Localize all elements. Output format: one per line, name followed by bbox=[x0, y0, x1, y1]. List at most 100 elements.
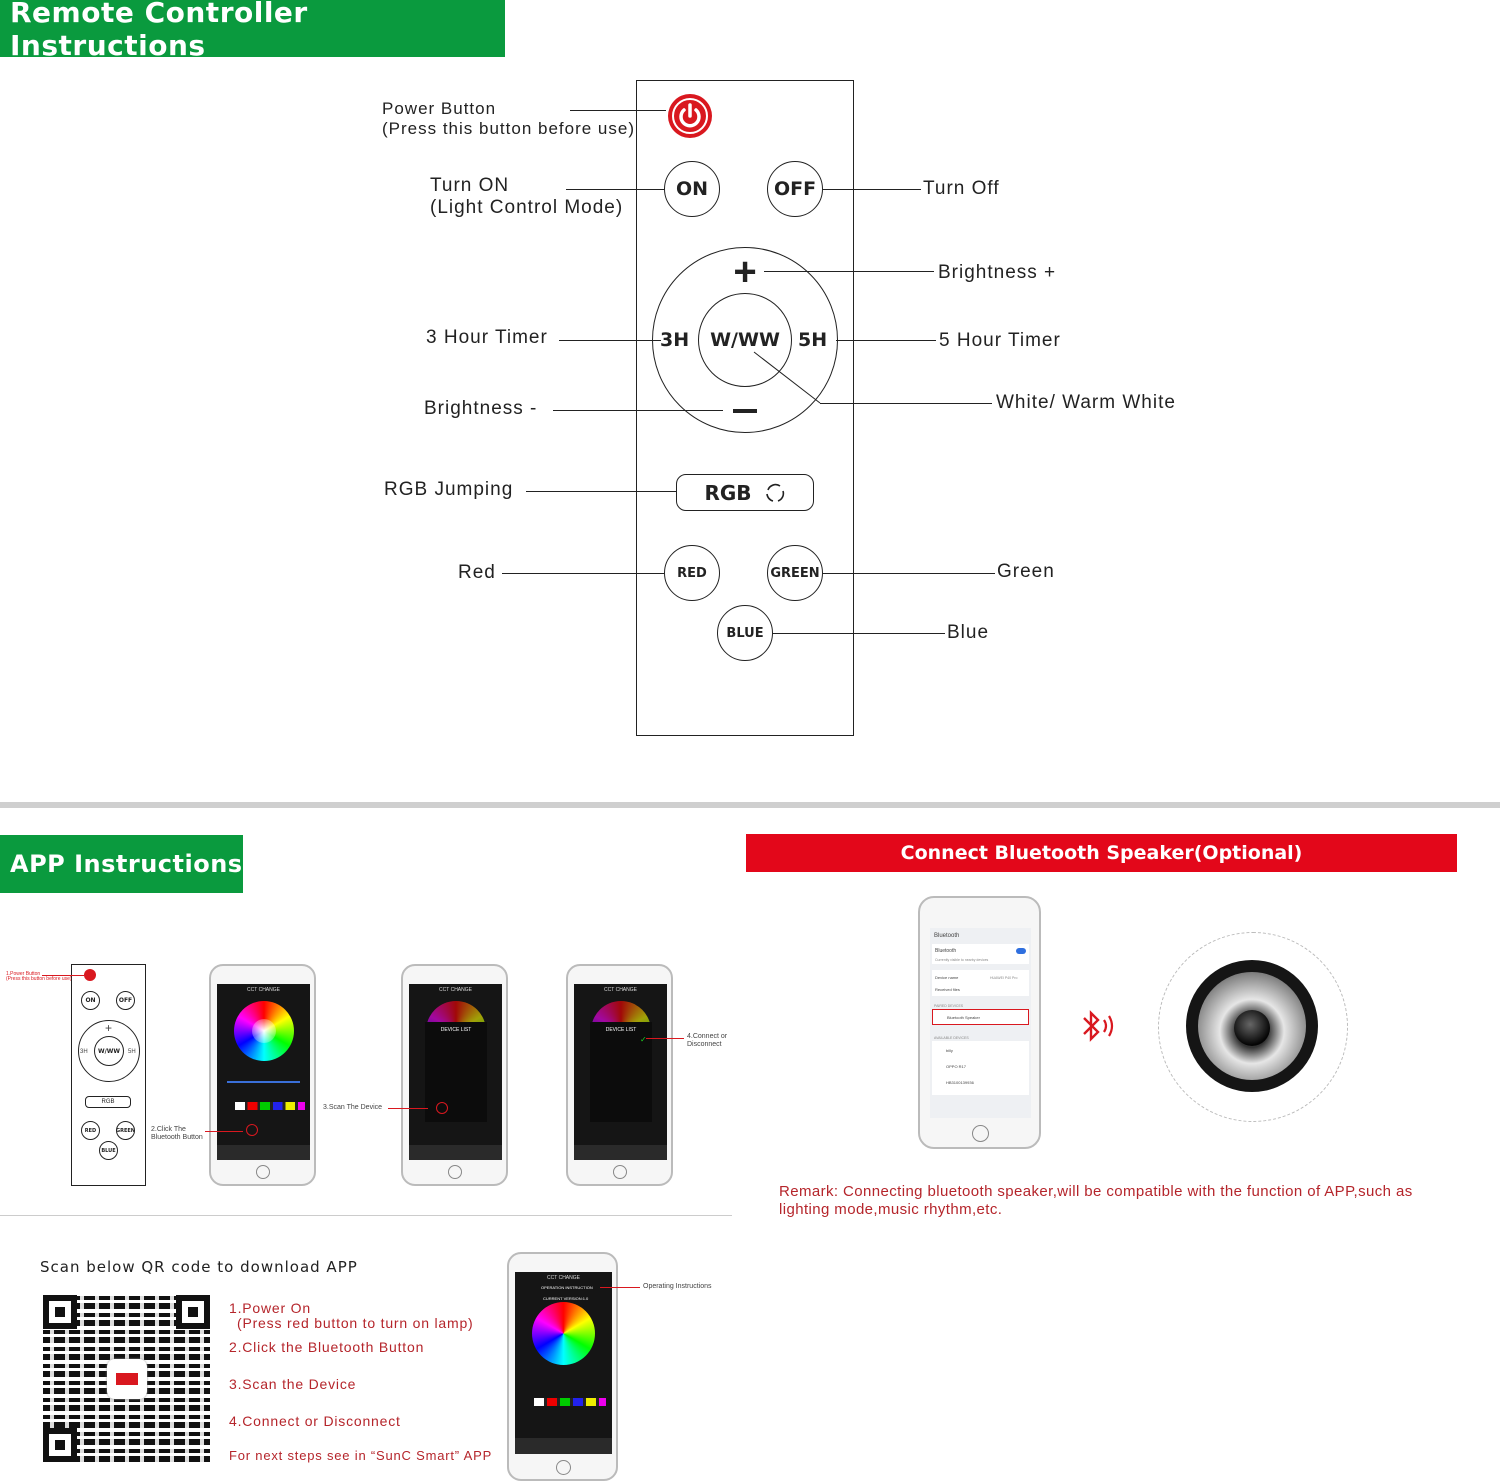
current-version: CURRENT VERSION:1.0 bbox=[543, 1296, 589, 1301]
phone-tabbar bbox=[217, 1145, 310, 1160]
callout-line bbox=[764, 271, 934, 272]
device-list-title: DEVICE LIST bbox=[605, 1027, 637, 1033]
mini-on-button: ON bbox=[81, 991, 100, 1010]
bt-row-label: Bluetooth bbox=[935, 948, 957, 954]
mini-off-button: OFF bbox=[116, 991, 135, 1010]
step-2: 2.Click the Bluetooth Button bbox=[229, 1339, 425, 1355]
phone-tabbar bbox=[409, 1145, 502, 1160]
phone-screen: CCT CHANGE DEVICE LIST bbox=[409, 984, 502, 1160]
callout-line bbox=[526, 491, 676, 492]
phone-screen: CCT CHANGE OPERATION INSTRUCTION CURRENT… bbox=[515, 1272, 612, 1454]
label-connect-title: 4.Connect or bbox=[687, 1033, 728, 1040]
music-notes-ring bbox=[1158, 932, 1348, 1122]
phone-header: CCT CHANGE bbox=[247, 987, 280, 993]
label-power-sub: (Press this button before use) bbox=[382, 119, 636, 138]
brightness-minus-button[interactable] bbox=[733, 409, 757, 413]
label-timer-3h: 3 Hour Timer bbox=[426, 327, 548, 348]
callout-line bbox=[646, 1038, 684, 1039]
bluetooth-icon bbox=[246, 1124, 258, 1136]
remote-instructions-banner: Remote Controller Instructions bbox=[0, 0, 505, 62]
white-warm-button[interactable]: W/WW bbox=[698, 293, 792, 387]
bt-screen-title: Bluetooth bbox=[934, 933, 960, 939]
bt-toggle-row: Bluetooth Currently visible to nearby de… bbox=[932, 944, 1029, 964]
step-1: 1.Power On (Press red button to turn on … bbox=[229, 1301, 474, 1331]
off-button[interactable]: OFF bbox=[767, 161, 823, 217]
bluetooth-speaker-banner: Connect Bluetooth Speaker(Optional) bbox=[746, 834, 1457, 872]
bt-available-header: AVAILABLE DEVICES bbox=[934, 1036, 969, 1040]
qr-finder bbox=[176, 1295, 210, 1329]
callout-line bbox=[553, 410, 723, 411]
speaker-dust-cap bbox=[1234, 1010, 1270, 1046]
brightness-slider bbox=[227, 1081, 300, 1083]
wheel-center bbox=[252, 1019, 276, 1043]
bt-available-list: billy OPPO R17 HB3100139936 bbox=[932, 1041, 1029, 1095]
check-icon: ✓ bbox=[640, 1035, 647, 1044]
phone-screen: CCT CHANGE bbox=[217, 984, 310, 1160]
bt-device-value: HUAWEI P40 Pro bbox=[990, 976, 1018, 980]
label-turn-off: Turn Off bbox=[923, 178, 1000, 199]
step-3: 3.Scan the Device bbox=[229, 1376, 357, 1392]
app-instructions-banner: APP Instructions bbox=[0, 835, 243, 893]
on-button[interactable]: ON bbox=[664, 161, 720, 217]
label-turn-on-title: Turn ON bbox=[430, 175, 510, 196]
label-click-bluetooth-title: 2.Click The bbox=[151, 1126, 186, 1133]
label-red: Red bbox=[458, 562, 496, 583]
home-button bbox=[448, 1165, 462, 1179]
cycle-icon bbox=[765, 483, 784, 502]
callout-line bbox=[205, 1131, 243, 1132]
bt-paired-speaker: Bluetooth Speaker bbox=[932, 1009, 1029, 1025]
bt-speaker-name: Bluetooth Speaker bbox=[947, 1015, 980, 1020]
power-button[interactable] bbox=[668, 94, 712, 138]
color-swatches bbox=[534, 1398, 606, 1406]
phone-header: CCT CHANGE bbox=[604, 987, 637, 993]
phone-operation: CCT CHANGE OPERATION INSTRUCTION CURRENT… bbox=[507, 1252, 618, 1481]
mini-dial bbox=[78, 1020, 140, 1082]
label-turn-on: Turn ON (Light Control Mode) bbox=[430, 175, 623, 219]
label-connect: 4.Connect or Disconnect bbox=[687, 1033, 727, 1049]
speaker-icon bbox=[1186, 960, 1318, 1092]
callout-line bbox=[559, 340, 661, 341]
callout-line bbox=[823, 189, 921, 190]
rgb-jumping-button[interactable]: RGB bbox=[676, 474, 814, 511]
phone-tabbar bbox=[574, 1145, 667, 1160]
color-wheel bbox=[532, 1302, 595, 1365]
bt-row-sub: Currently visible to nearby devices bbox=[935, 958, 989, 962]
bt-paired-header: PAIRED DEVICES bbox=[934, 1004, 964, 1008]
qr-finder bbox=[43, 1295, 77, 1329]
callout-line bbox=[820, 403, 992, 404]
qr-title: Scan below QR code to download APP bbox=[40, 1258, 358, 1276]
blue-button[interactable]: BLUE bbox=[717, 605, 773, 661]
app-logo bbox=[107, 1359, 147, 1399]
home-button bbox=[972, 1125, 989, 1142]
label-power: Power Button (Press this button before u… bbox=[382, 99, 635, 139]
qr-finder bbox=[43, 1428, 77, 1462]
bt-received: Received files bbox=[935, 987, 960, 992]
device-list-panel: DEVICE LIST bbox=[425, 1022, 487, 1122]
green-button[interactable]: GREEN bbox=[767, 545, 823, 601]
brightness-plus-button[interactable]: + bbox=[733, 250, 757, 294]
timer-3h-button[interactable]: 3H bbox=[660, 329, 690, 351]
step-1-sub: (Press red button to turn on lamp) bbox=[237, 1315, 474, 1331]
bt-device-info: Device name HUAWEI P40 Pro Received file… bbox=[932, 970, 1029, 996]
section-divider bbox=[0, 802, 1500, 808]
label-click-bluetooth-sub: Bluetooth Button bbox=[151, 1134, 203, 1141]
callout-line bbox=[388, 1108, 428, 1109]
label-green: Green bbox=[997, 561, 1055, 582]
red-button[interactable]: RED bbox=[664, 545, 720, 601]
label-rgb-jumping: RGB Jumping bbox=[384, 479, 514, 500]
label-scan-device: 3.Scan The Device bbox=[323, 1104, 383, 1111]
phone-step4: CCT CHANGE DEVICE LIST ✓ bbox=[566, 964, 673, 1186]
phone-bluetooth: Bluetooth Bluetooth Currently visible to… bbox=[918, 896, 1041, 1149]
qr-code bbox=[43, 1295, 210, 1462]
timer-5h-button[interactable]: 5H bbox=[798, 329, 828, 351]
phone-step2: CCT CHANGE bbox=[209, 964, 316, 1186]
app-divider bbox=[0, 1215, 732, 1216]
mini-green-button: GREEN bbox=[116, 1121, 135, 1140]
bt-dev3: HB3100139936 bbox=[946, 1080, 974, 1085]
callout-line bbox=[570, 110, 666, 111]
operation-header: OPERATION INSTRUCTION bbox=[541, 1285, 593, 1290]
label-timer-5h: 5 Hour Timer bbox=[939, 330, 1061, 351]
device-list-panel: DEVICE LIST ✓ bbox=[590, 1022, 652, 1122]
label-blue: Blue bbox=[947, 622, 990, 643]
bt-screen: Bluetooth Bluetooth Currently visible to… bbox=[930, 928, 1031, 1118]
